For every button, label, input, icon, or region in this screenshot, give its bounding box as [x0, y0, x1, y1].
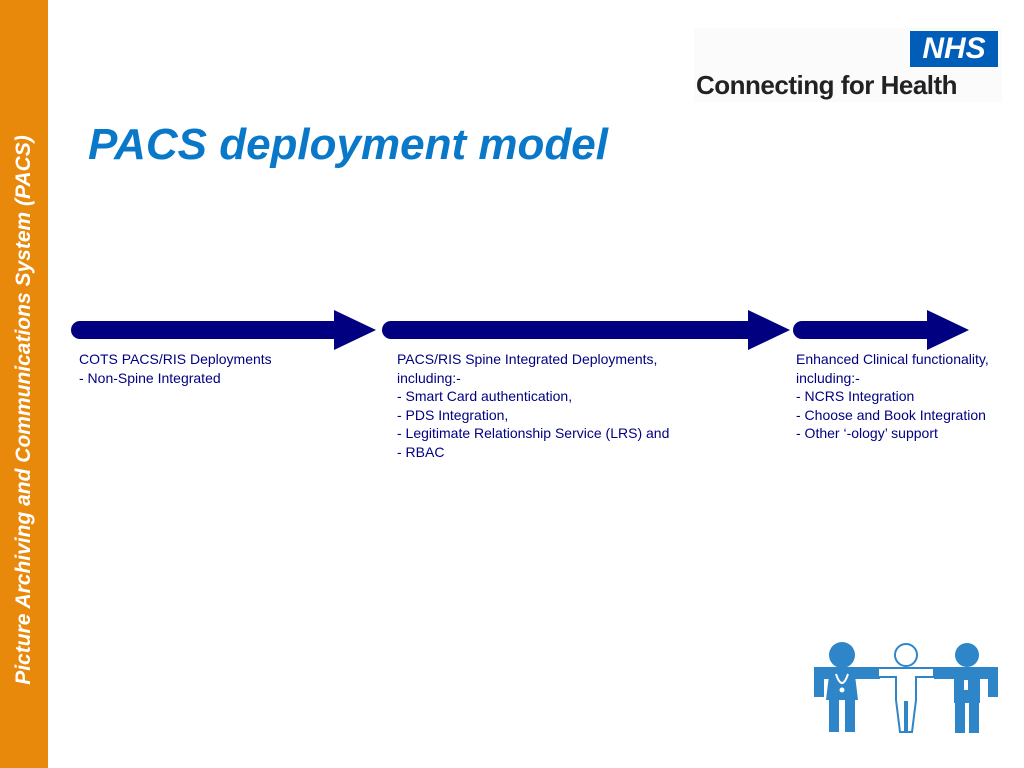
person-middle-icon	[877, 643, 935, 733]
stage-2-line: PACS/RIS Spine Integrated Deployments,	[397, 351, 658, 367]
stage-3-line: Enhanced Clinical functionality,	[796, 351, 989, 367]
stage-2-text: PACS/RIS Spine Integrated Deployments, i…	[397, 350, 669, 462]
stage-1-text: COTS PACS/RIS Deployments - Non-Spine In…	[79, 350, 272, 387]
nhs-cfh-logo: NHS Connecting for Health	[694, 28, 1002, 102]
three-people-icon	[814, 642, 998, 733]
stage-3-line: - Choose and Book Integration	[796, 406, 986, 423]
arrow-stage-2	[382, 310, 790, 350]
nhs-logo-text: NHS	[922, 32, 986, 65]
stage-1-line: - Non-Spine Integrated	[79, 369, 221, 386]
side-band	[0, 0, 48, 768]
stage-2-line: including:-	[397, 369, 461, 386]
stage-2-line: - PDS Integration,	[397, 406, 509, 423]
stage-3-line: - NCRS Integration	[796, 388, 915, 405]
nhs-logo-box	[910, 31, 998, 67]
person-left-icon	[814, 642, 880, 732]
arrow-stage-3	[793, 310, 969, 350]
logo-tagline: Connecting for Health	[696, 70, 958, 100]
stage-2-line: - RBAC	[397, 443, 445, 460]
stage-3-line: including:-	[796, 369, 860, 386]
stage-3-text: Enhanced Clinical functionality, includi…	[796, 350, 989, 443]
arrow-stage-1	[71, 310, 376, 350]
stage-3-line: - Other ‘-ology’ support	[796, 425, 938, 442]
stage-2-line: - Legitimate Relationship Service (LRS) …	[397, 425, 670, 442]
slide-title: PACS deployment model	[88, 120, 608, 169]
stage-2-line: - Smart Card authentication,	[397, 388, 573, 405]
stage-1-line: COTS PACS/RIS Deployments	[79, 351, 272, 367]
